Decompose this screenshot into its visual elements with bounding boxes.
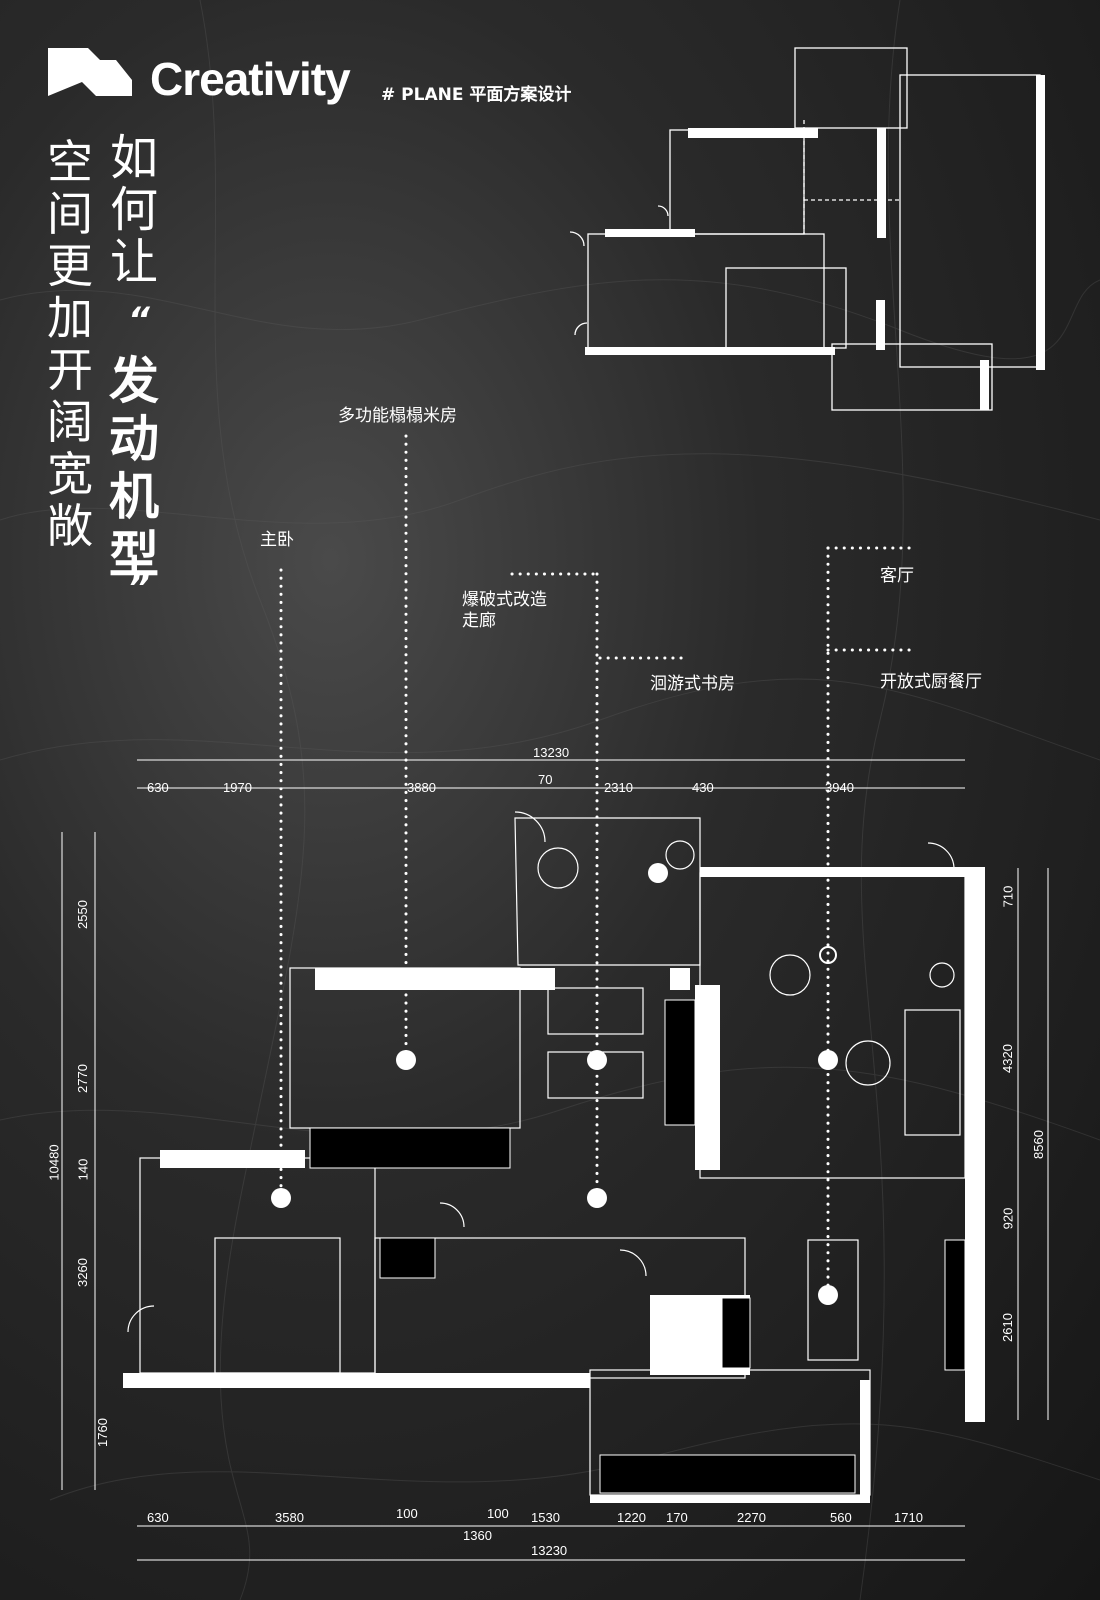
- plan-storage: [379, 1237, 436, 1279]
- headline-char: 加: [47, 291, 93, 345]
- headline-column-right: 如何让: [104, 132, 164, 288]
- dim-bottom-extra: 1360: [463, 1528, 492, 1543]
- dim-bottom-segment: 3580: [275, 1510, 304, 1525]
- label-study: 洄游式书房: [650, 674, 735, 694]
- headline-column-bold: 发动机型: [104, 352, 164, 584]
- headline-column-left: 空间更加开阔宽敞: [40, 136, 100, 552]
- headline-char: 如: [109, 130, 158, 186]
- plan-old-new-wall: [605, 229, 695, 237]
- plan-cabinet: [721, 1297, 751, 1369]
- dim-top-total: 13230: [533, 745, 570, 760]
- plan-wall: [965, 867, 985, 1422]
- dim-bottom-segment: 630: [147, 1510, 169, 1525]
- headline-char: 机: [109, 468, 159, 526]
- callout-dot-living-room: [818, 1050, 838, 1070]
- dim-bottom-segment: 1530: [531, 1510, 560, 1525]
- headline-char: 型: [109, 526, 159, 584]
- headline-char: 间: [47, 187, 93, 241]
- quote-close-mark: ”: [128, 568, 150, 608]
- dim-bottom-segment: 560: [830, 1510, 852, 1525]
- headline-char: 让: [109, 234, 158, 290]
- plan-bookshelf: [664, 999, 696, 1126]
- brand-name: Creativity: [150, 53, 351, 105]
- label-kitchen-dining: 开放式厨餐厅: [880, 672, 982, 692]
- headline-char: 更: [47, 239, 93, 293]
- plan-old-new-wall: [585, 347, 835, 355]
- dim-bottom-total: 13230: [531, 1543, 568, 1558]
- plan-sofa: [904, 1009, 961, 1136]
- callout-dot-corridor: [587, 1188, 607, 1208]
- plan-balcony-chair: [537, 847, 579, 889]
- plan-old-new-wall: [1036, 75, 1045, 370]
- plan-door-swings: [127, 811, 955, 1333]
- plan-tv-cabinet: [944, 1239, 966, 1371]
- headline-char: 开: [47, 343, 93, 397]
- label-living-room: 客厅: [880, 566, 914, 586]
- dim-bottom-segment: 100: [396, 1506, 418, 1521]
- dim-bottom-segment: 1710: [894, 1510, 923, 1525]
- callout-dot-master-bedroom: [271, 1188, 291, 1208]
- dim-top-segment: 630: [147, 780, 169, 795]
- plan-old-new-wall: [688, 128, 818, 138]
- plan-plant: [665, 840, 695, 870]
- headline-char: 动: [109, 410, 159, 468]
- plan-wall: [160, 1150, 305, 1168]
- plan-old-balcony: [794, 47, 908, 129]
- callout-dot-kitchen-dining: [818, 1285, 838, 1305]
- plan-wall: [700, 867, 965, 877]
- dim-bottom-segment: 100: [487, 1506, 509, 1521]
- quote-open-mark: “: [128, 300, 150, 340]
- dim-top-segment: 3880: [407, 780, 436, 795]
- dim-top-segment: 3940: [825, 780, 854, 795]
- dim-bottom-segment: 170: [666, 1510, 688, 1525]
- label-master-bedroom: 主卧: [260, 530, 294, 550]
- plan-wall: [590, 1495, 870, 1503]
- plan-old-new-wall: [877, 128, 886, 238]
- label-corridor-line1: 爆破式改造: [462, 590, 547, 610]
- dim-top-segment: 1970: [223, 780, 252, 795]
- plan-kitchen-counter: [599, 1454, 856, 1494]
- label-corridor-line2: 走廊: [462, 611, 496, 631]
- plan-wall: [315, 968, 555, 990]
- brand-tagline: # PLANE 平面方案设计: [381, 85, 572, 105]
- plan-dining-table: [807, 1239, 859, 1361]
- plan-walls: [123, 867, 985, 1503]
- plan-old-kitchen: [831, 343, 993, 411]
- dim-top-segment: 430: [692, 780, 714, 795]
- plan-armchair: [769, 954, 811, 996]
- label-tatami: 多功能榻榻米房: [338, 406, 457, 426]
- plan-cabinets: [309, 999, 966, 1494]
- plan-side-table: [929, 962, 955, 988]
- plan-wall: [695, 985, 720, 1170]
- plan-old-new-wall: [876, 300, 885, 350]
- dim-bottom-segment: 1220: [617, 1510, 646, 1525]
- headline-char: 阔: [47, 395, 93, 449]
- callout-dot-balcony: [648, 863, 668, 883]
- headline-char: 宽: [47, 447, 93, 501]
- plan-wall: [860, 1380, 870, 1495]
- callout-dot-study: [587, 1050, 607, 1070]
- callout-ring-living-room: [819, 946, 837, 964]
- plan-old-door-swings: [569, 205, 669, 336]
- plan-desk-1: [547, 987, 644, 1035]
- headline-char: 敞: [47, 499, 93, 553]
- plan-wall: [123, 1373, 590, 1388]
- dim-top-segment: 2310: [604, 780, 633, 795]
- dim-top-segment: 70: [538, 772, 553, 787]
- dim-bottom-segment: 2270: [737, 1510, 766, 1525]
- callout-dot-tatami: [396, 1050, 416, 1070]
- plan-coffee-table: [845, 1040, 891, 1086]
- plan-wardrobe: [309, 1127, 511, 1169]
- plan-old-new-wall: [980, 360, 989, 410]
- headline-char: 何: [109, 182, 158, 238]
- headline-char: 发: [109, 352, 159, 410]
- headline-char: 空: [47, 135, 93, 189]
- plan-wall: [670, 968, 690, 990]
